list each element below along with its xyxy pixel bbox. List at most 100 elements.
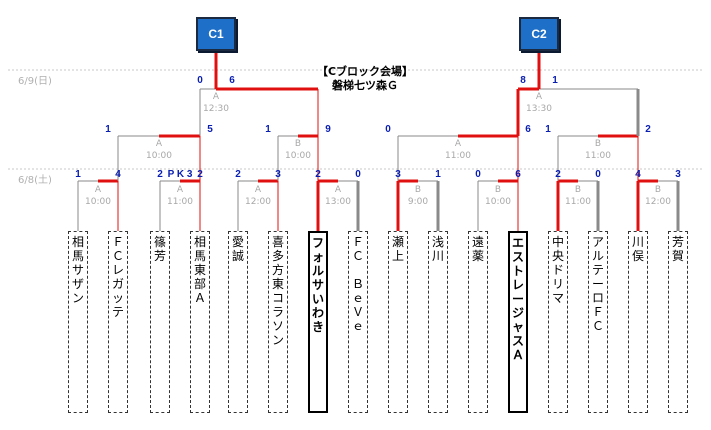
team-char: 上 [391, 249, 404, 263]
score-right: 3 [275, 169, 281, 180]
team-entry: 浅川 [428, 231, 448, 413]
team-char: テ [591, 263, 604, 277]
score-left: 0 [475, 169, 481, 180]
team-entry: 遠薬 [468, 231, 488, 413]
team-char: Ｆ [111, 235, 124, 249]
score-left: 2 [235, 169, 241, 180]
team-char: ー [511, 292, 524, 306]
champion-box-c2: C2 [519, 17, 559, 51]
team-char: 誠 [231, 249, 244, 263]
team-char: ス [511, 250, 524, 264]
match-time: 12:00 [645, 197, 671, 207]
match-time: 13:00 [325, 197, 351, 207]
team-char: Ｃ [351, 249, 364, 263]
team-char: サ [311, 278, 324, 292]
match-label: A [212, 92, 220, 102]
block-title: 【Cブロック会場】 [316, 65, 414, 78]
score-right: 0 [355, 169, 361, 180]
team-char: 瀬 [391, 235, 404, 249]
team-char: Ｖ [351, 305, 364, 319]
score-left: 0 [197, 75, 203, 86]
match-label: A [176, 185, 184, 195]
score-right: 5 [207, 124, 213, 135]
score-right: 6 [525, 124, 531, 135]
team-char: 薬 [471, 249, 484, 263]
team-char: 多 [271, 249, 284, 263]
team-char: ル [311, 264, 324, 278]
team-char: き [311, 320, 324, 334]
team-char: ン [71, 291, 84, 305]
score-left: 2 [315, 169, 321, 180]
score-right: 0 [595, 169, 601, 180]
team-char: ド [551, 263, 564, 277]
team-char: レ [511, 278, 524, 292]
match-time: 10:00 [85, 197, 111, 207]
match-label: B [414, 185, 422, 195]
team-char: 浅 [431, 235, 444, 249]
team-char: い [311, 292, 324, 306]
team-char: ッ [111, 291, 124, 305]
match-label: A [535, 92, 543, 102]
team-char: 俣 [631, 249, 644, 263]
team-char: ャ [511, 320, 524, 334]
team-char: Ｆ [351, 235, 364, 249]
team-char: ソ [271, 319, 284, 333]
team-char: ザ [71, 277, 84, 291]
team-entry: 相馬サザン [68, 231, 88, 413]
date-day1: 6/8(土) [18, 175, 52, 186]
team-char: 喜 [271, 235, 284, 249]
team-char: テ [111, 305, 124, 319]
team-char: ア [591, 235, 604, 249]
team-char: ロ [591, 291, 604, 305]
team-char: ン [271, 333, 284, 347]
team-char: Ｆ [591, 305, 604, 319]
score-right: 2 [197, 169, 203, 180]
match-time: 12:30 [203, 104, 229, 114]
venue-name: 磐梯七ツ森Ｇ [332, 79, 398, 92]
team-char: サ [71, 263, 84, 277]
team-char: 方 [271, 263, 284, 277]
team-char: 篠 [153, 235, 166, 249]
team-char: 馬 [71, 249, 84, 263]
team-char: マ [551, 291, 564, 305]
match-time: 11:00 [585, 151, 611, 161]
match-label: A [454, 139, 462, 149]
score-left: 2 [157, 169, 163, 180]
team-char: 相 [193, 235, 206, 249]
champion-box-c1: C1 [196, 17, 236, 51]
team-char: ス [511, 334, 524, 348]
team-char: ト [511, 264, 524, 278]
match-time: 10:00 [485, 197, 511, 207]
team-char: Ａ [511, 348, 524, 362]
match-time: 9:00 [407, 197, 429, 207]
team-char: 中 [551, 235, 564, 249]
match-label: A [94, 185, 102, 195]
score-right: 1 [435, 169, 441, 180]
team-char: 東 [271, 277, 284, 291]
pk-score: P K 3 [167, 169, 193, 180]
score-right: 4 [115, 169, 121, 180]
team-char: 川 [631, 235, 644, 249]
score-left: 1 [105, 124, 111, 135]
match-label: B [594, 139, 602, 149]
team-char: わ [311, 306, 324, 320]
score-left: 3 [395, 169, 401, 180]
team-char: Ｂ [351, 277, 364, 291]
team-entry: 芳賀 [668, 231, 688, 413]
match-label: B [654, 185, 662, 195]
date-day2: 6/9(日) [18, 76, 52, 87]
team-entry: 中央ドリマ [548, 231, 568, 413]
team-char [352, 263, 364, 277]
match-time: 12:00 [245, 197, 271, 207]
team-char: 遠 [471, 235, 484, 249]
score-left: 1 [545, 124, 551, 135]
team-char: ガ [111, 277, 124, 291]
score-right: 6 [515, 169, 521, 180]
team-entry: 川俣 [628, 231, 648, 413]
match-time: 11:00 [167, 197, 193, 207]
team-char: 川 [431, 249, 444, 263]
